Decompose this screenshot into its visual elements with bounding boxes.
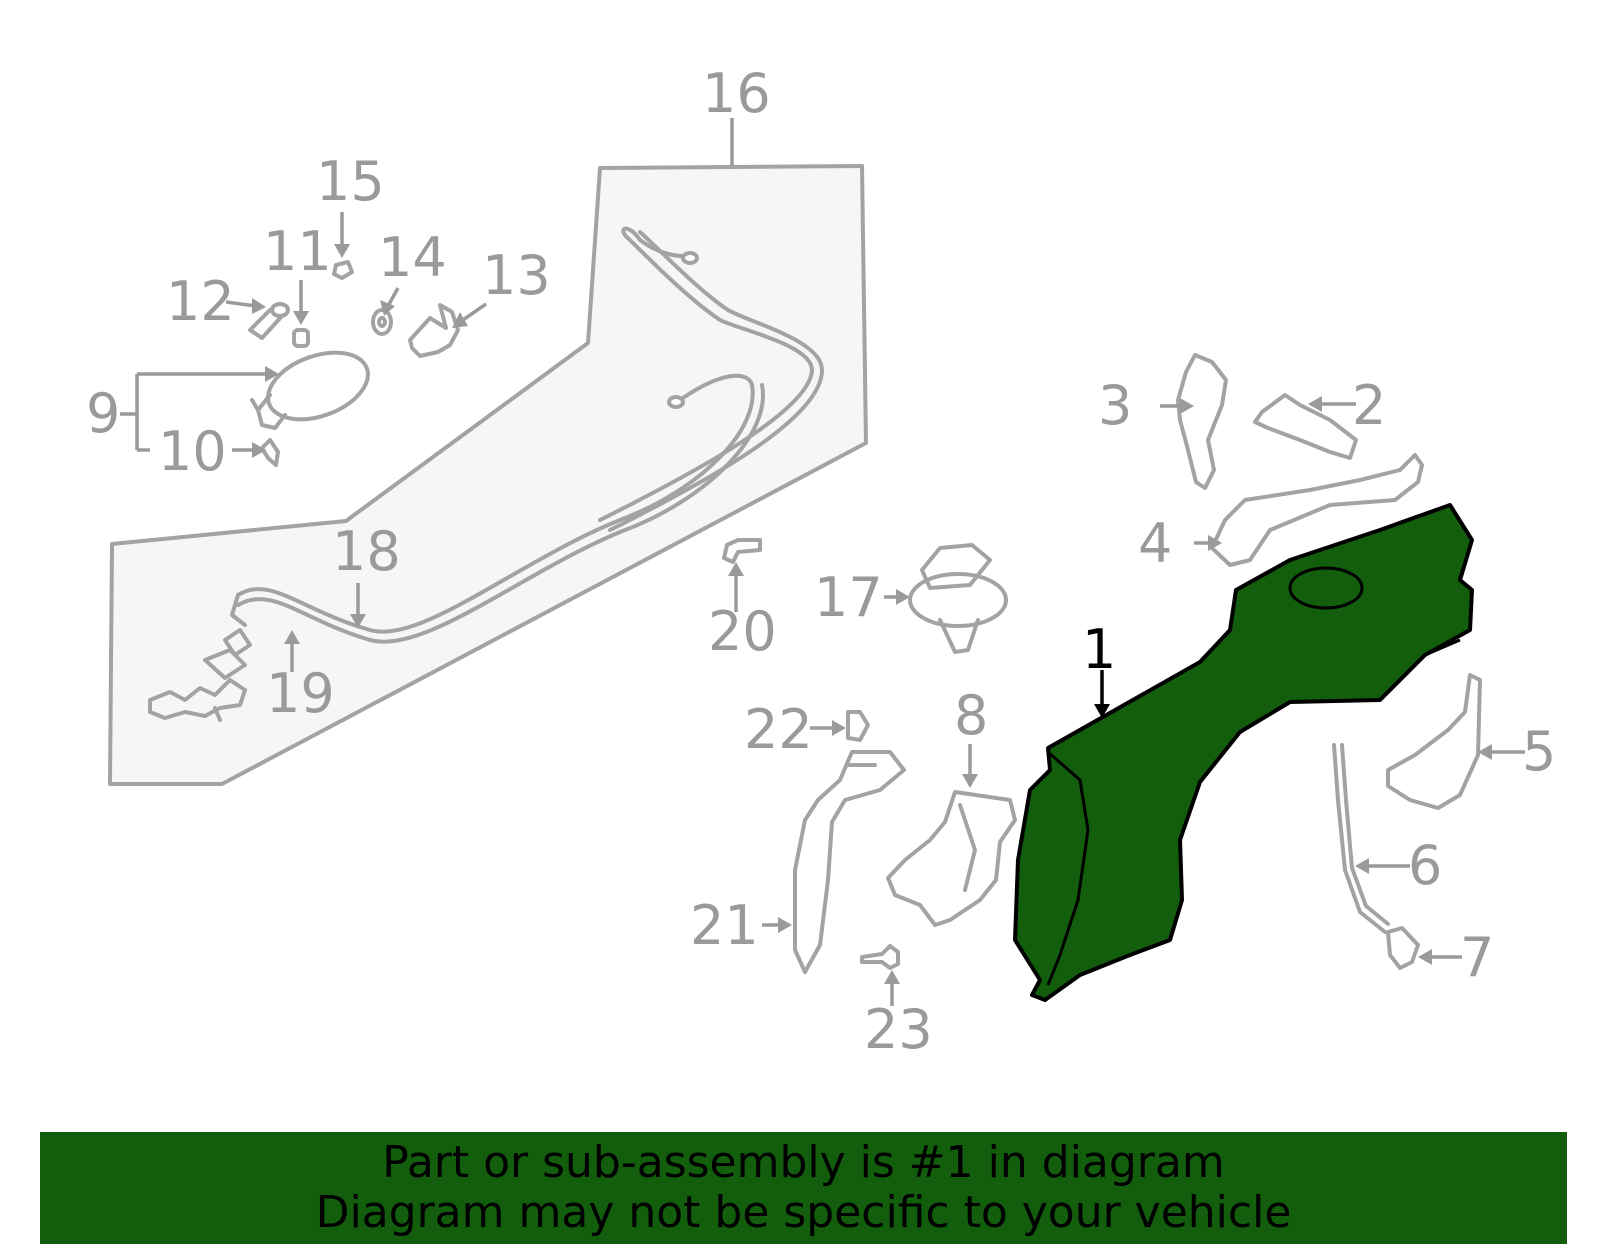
part-15-nut[interactable] [332, 260, 354, 280]
callout-17: 17 [814, 566, 883, 629]
part-17-clip[interactable] [908, 543, 1008, 654]
part-6-strip[interactable] [1332, 743, 1390, 934]
part-19-fitting[interactable] [148, 593, 252, 722]
parts-diagram: 1 2 3 4 5 6 7 8 9 10 11 12 13 14 15 16 1… [86, 62, 1556, 1061]
callout-9: 9 [86, 382, 120, 445]
part-20-screw[interactable] [722, 538, 762, 564]
info-banner: Part or sub-assembly is #1 in diagram Di… [40, 1132, 1567, 1244]
callout-4: 4 [1138, 512, 1172, 575]
callout-10: 10 [158, 420, 227, 483]
part-4-rail[interactable] [1210, 453, 1424, 567]
callout-1: 1 [1082, 618, 1116, 681]
callout-19: 19 [266, 662, 335, 725]
callout-arrows [120, 212, 1525, 1006]
callout-15: 15 [316, 150, 385, 213]
callout-12: 12 [166, 270, 235, 333]
callout-3: 3 [1098, 374, 1132, 437]
callout-13: 13 [482, 244, 551, 307]
part-14-grommet[interactable] [371, 308, 393, 336]
callout-16: 16 [702, 62, 771, 125]
part-22-bracket[interactable] [846, 710, 870, 742]
callout-8: 8 [954, 684, 988, 747]
callout-14: 14 [378, 226, 447, 289]
callout-2: 2 [1352, 374, 1386, 437]
part-16-group[interactable] [108, 118, 868, 786]
part-10-clip[interactable] [260, 438, 280, 467]
part-2-brace[interactable] [1253, 393, 1358, 460]
callout-21: 21 [690, 894, 759, 957]
callout-22: 22 [744, 698, 813, 761]
part-1-quarter-panel[interactable] [1013, 503, 1474, 1002]
part-21-bracket[interactable] [793, 750, 906, 974]
callout-6: 6 [1408, 834, 1442, 897]
callout-11: 11 [263, 220, 332, 283]
part-5-panel[interactable] [1386, 673, 1482, 810]
part-7-clip[interactable] [1386, 926, 1420, 970]
part-3-bracket[interactable] [1176, 353, 1228, 490]
banner-line-part: Part or sub-assembly is #1 in diagram [382, 1137, 1225, 1188]
part-11-bumper[interactable] [292, 328, 310, 348]
part-12-bolt[interactable] [248, 302, 290, 340]
part-13-actuator[interactable] [408, 303, 460, 358]
callout-20: 20 [708, 600, 777, 663]
part-23-bolt[interactable] [860, 944, 900, 970]
callout-7: 7 [1460, 926, 1494, 989]
callout-5: 5 [1522, 720, 1556, 783]
callout-23: 23 [864, 998, 933, 1061]
callout-18: 18 [332, 520, 401, 583]
banner-line-disclaimer: Diagram may not be specific to your vehi… [315, 1187, 1292, 1238]
part-8-panel[interactable] [886, 790, 1017, 927]
part-18-cable[interactable] [236, 226, 824, 644]
part-9-fuel-door[interactable] [250, 340, 377, 432]
